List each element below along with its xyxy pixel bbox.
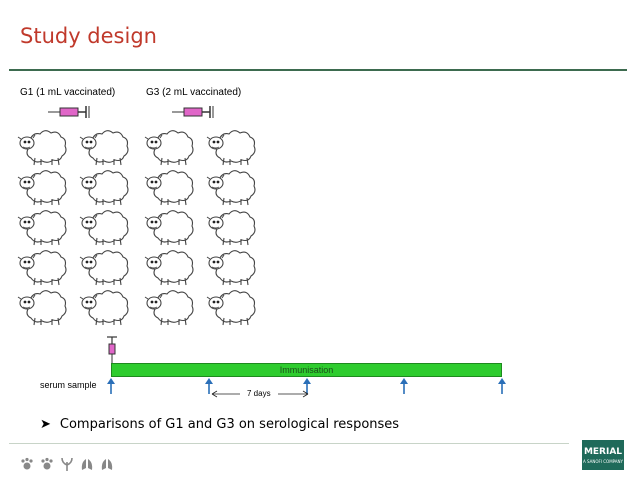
merial-logo: MERIAL A SANOFI COMPANY (582, 440, 624, 470)
bullet-point: ➤ Comparisons of G1 and G3 on serological… (40, 417, 399, 432)
immunisation-bar: Immunisation (111, 363, 502, 377)
sheep-icon (16, 208, 70, 246)
sheep-icon (205, 248, 259, 286)
sheep-icon (143, 288, 197, 326)
footer-divider (9, 443, 569, 444)
sampling-arrow-icon (498, 378, 506, 394)
sheep-icon (78, 168, 132, 206)
sheep-icon (16, 248, 70, 286)
sheep-icon (16, 128, 70, 166)
sheep-icon (143, 208, 197, 246)
lungs-icon (81, 459, 93, 470)
sheep-icon (143, 248, 197, 286)
arrow-bullet-icon: ➤ (40, 417, 51, 432)
logo-name: MERIAL (583, 446, 623, 457)
sheep-icon (205, 288, 259, 326)
group-label-g1: G1 (1 mL vaccinated) (20, 87, 116, 98)
paw-icon (21, 457, 33, 470)
interval-label: 7 days (247, 389, 271, 398)
sheep-icon (205, 128, 259, 166)
plant-icon (61, 457, 73, 471)
interval-arrow (211, 390, 309, 398)
syringe-vertical-icon (107, 336, 117, 363)
bullet-text: Comparisons of G1 and G3 on serological … (59, 417, 400, 432)
title-divider (9, 69, 627, 71)
syringe-icon (172, 106, 214, 118)
group-label-g3: G3 (2 mL vaccinated) (146, 87, 242, 98)
footer-icons (20, 457, 114, 471)
sheep-icon (78, 128, 132, 166)
sheep-icon (143, 128, 197, 166)
sheep-icon (16, 288, 70, 326)
serum-sample-label: serum sample (40, 380, 97, 390)
syringe-icon (48, 106, 90, 118)
sampling-arrow-icon (400, 378, 409, 394)
sampling-arrow-icon (204, 378, 213, 394)
paw-icon (41, 457, 53, 470)
sheep-icon (16, 168, 70, 206)
lungs-icon (101, 459, 113, 470)
sampling-arrow-icon (107, 378, 115, 394)
sheep-icon (205, 168, 259, 206)
logo-tagline: A SANOFI COMPANY (583, 458, 623, 464)
sampling-arrow-icon (302, 378, 311, 394)
sheep-icon (78, 248, 132, 286)
sheep-icon (143, 168, 197, 206)
sheep-group-g1 (16, 128, 132, 328)
sheep-icon (78, 288, 132, 326)
page-title: Study design (20, 24, 157, 48)
sheep-icon (78, 208, 132, 246)
sheep-icon (205, 208, 259, 246)
sheep-group-g3 (143, 128, 259, 328)
